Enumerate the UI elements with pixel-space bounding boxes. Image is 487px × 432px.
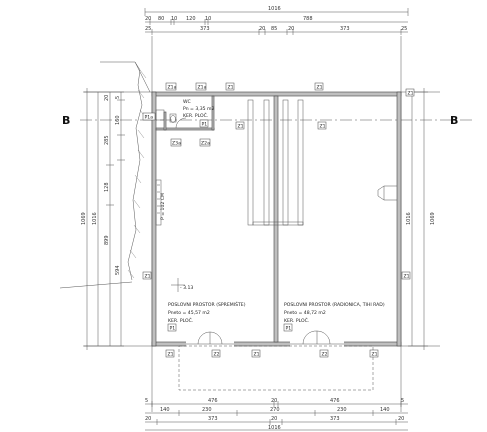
right-room-tag: P1: [286, 326, 292, 332]
left-dim-128: 128: [104, 182, 110, 192]
top3-dim-b: 373: [200, 26, 210, 32]
left-dim-1069: 1069: [81, 212, 87, 225]
tag-z1a-top-mid: Z1a: [198, 85, 207, 91]
right-room-name: POSLOVNI PROSTOR (RADIONICA, TIHI RAD): [284, 302, 385, 308]
left-dimensions: 1069 1016 899 594 128 285 160 5 20: [81, 88, 125, 350]
top3-dim-d: 85: [271, 26, 277, 32]
bottom2-dim-b: 230: [202, 407, 212, 413]
right-room-area: Pneto = 48,72 m2: [284, 310, 326, 316]
left-dim-1016: 1016: [92, 212, 98, 225]
tag-z1-bottom-mid: Z1: [254, 352, 260, 358]
tag-z1-top: Z1: [228, 85, 234, 91]
interior-elements: [155, 99, 397, 292]
left-room-area: Pneto = 45,57 m2: [168, 310, 210, 316]
right-room-floor: KER. PLOČ.: [284, 317, 309, 324]
tag-p1-wc: P1: [202, 122, 208, 128]
tag-z3a: Z3a: [172, 141, 181, 147]
tag-z1-bottom-left: Z1: [168, 352, 174, 358]
stair-label: P = 102 CM: [160, 193, 166, 220]
top-dim-b: 80: [158, 16, 164, 22]
tag-z1-inner-right: Z1: [320, 124, 326, 130]
top3-dim-c: 20: [259, 26, 265, 32]
bottom3-dim-d: 373: [330, 416, 340, 422]
top-overall-dim: 1016: [268, 6, 281, 12]
wc-floor: KER. PLOČ.: [183, 112, 208, 119]
bottom2-dim-c: 270: [270, 407, 280, 413]
tag-z1-bottom-right: Z1: [372, 352, 378, 358]
left-room-name: POSLOVNI PROSTOR (SPREMIŠTE): [168, 301, 246, 308]
left-dim-899: 899: [104, 235, 110, 245]
wc-area: Pn = 3,35 m2: [183, 106, 215, 112]
top-dim-f: 788: [303, 16, 313, 22]
left-dim-5: 5: [115, 96, 121, 99]
building-walls: [151, 91, 402, 347]
right-dimensions: 1016 1069: [406, 88, 436, 350]
left-dim-285: 285: [104, 135, 110, 145]
tag-z1-inner: Z1: [238, 124, 244, 130]
section-mark-right: B: [450, 114, 458, 127]
left-room-floor: KER. PLOČ.: [168, 317, 193, 324]
left-room-tag: P1: [170, 326, 176, 332]
bottom-overall-dim: 1016: [268, 425, 281, 431]
bottom3-dim-a: 20: [145, 416, 151, 422]
bottom1-dim-d: 476: [330, 398, 340, 404]
element-tags: Z1a Z1a Z1 Z1 Z1 Z1 Z1 P1a Z3a Z2a P1 Z1…: [142, 82, 415, 358]
tag-z2-bottom-right: Z2: [322, 352, 328, 358]
tag-p1a: P1a: [145, 115, 154, 121]
section-mark-left: B: [62, 114, 70, 127]
tag-z2a: Z2a: [201, 141, 210, 147]
bottom3-dim-e: 20: [398, 416, 404, 422]
top-dim-c: 10: [171, 16, 177, 22]
level-mark: - 3.13: [180, 285, 193, 291]
tag-z1-right-top: Z1: [408, 91, 414, 97]
bottom3-dim-b: 373: [208, 416, 218, 422]
left-room-label: POSLOVNI PROSTOR (SPREMIŠTE) Pneto = 45,…: [167, 301, 246, 332]
top3-dim-f: 373: [340, 26, 350, 32]
right-room-label: POSLOVNI PROSTOR (RADIONICA, TIHI RAD) P…: [283, 302, 385, 332]
top-dim-a: 20: [145, 16, 151, 22]
left-dim-594: 594: [115, 265, 121, 275]
left-dim-20: 20: [104, 95, 110, 101]
outside-area-outline: [178, 345, 374, 391]
tag-z1-top-right: Z1: [317, 85, 323, 91]
bottom1-dim-e: 5: [401, 398, 404, 404]
top-dim-d: 120: [186, 16, 196, 22]
bottom2-dim-e: 140: [380, 407, 390, 413]
top-dim-e: 10: [205, 16, 211, 22]
left-dim-160: 160: [115, 115, 121, 125]
wc-label: WC Pn = 3,35 m2 KER. PLOČ.: [183, 99, 215, 119]
tag-z1-left-wall: Z1: [145, 274, 151, 280]
bottom-doors: [186, 330, 344, 345]
bottom1-dim-a: 5: [145, 398, 148, 404]
bottom2-dim-d: 230: [337, 407, 347, 413]
bottom-dimensions: 5 476 20 476 5 140 230 270 230 140 20 37…: [145, 398, 408, 431]
bottom2-dim-a: 140: [160, 407, 170, 413]
tag-z2-bottom-left: Z2: [214, 352, 220, 358]
top3-dim-g: 25: [401, 26, 407, 32]
bottom3-dim-c: 20: [271, 416, 277, 422]
tag-z1a-top-left: Z1a: [168, 85, 177, 91]
right-dim-1016: 1016: [406, 212, 412, 225]
bottom1-dim-b: 476: [208, 398, 218, 404]
right-dim-1069: 1069: [430, 212, 436, 225]
top-dimensions: 1016 20 80 10 120 10 788 25 373 20 85 20…: [144, 6, 409, 35]
tag-z1-right-wall: Z1: [404, 274, 410, 280]
top3-dim-e: 20: [288, 26, 294, 32]
top3-dim-a: 25: [145, 26, 151, 32]
bottom1-dim-c: 20: [271, 398, 277, 404]
wc-name: WC: [183, 99, 191, 105]
